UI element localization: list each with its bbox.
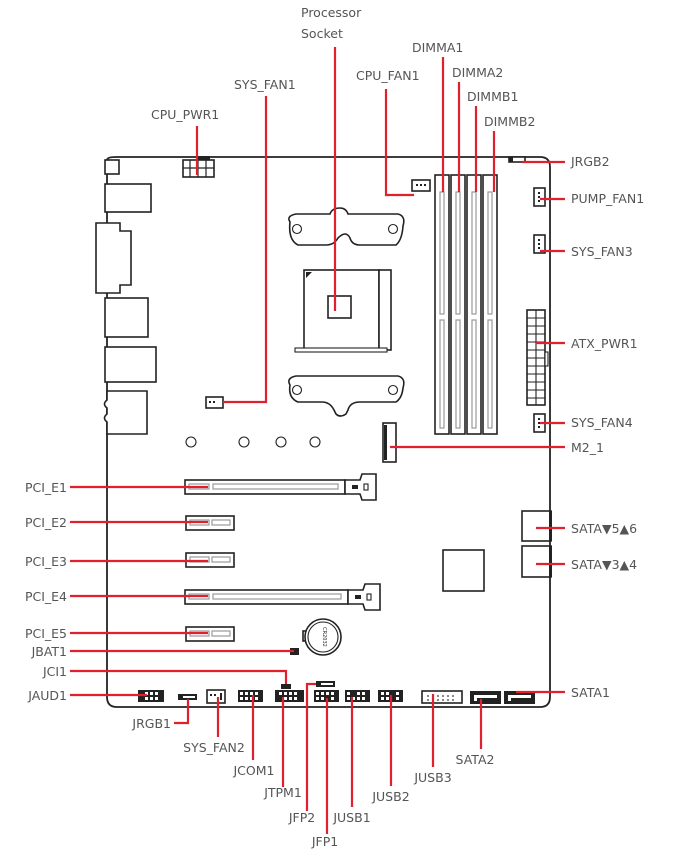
processor-socket-center bbox=[327, 295, 352, 319]
label-jusb3: JUSB3 bbox=[413, 770, 451, 785]
sys-fan3-header bbox=[533, 234, 546, 254]
label-sata56: SATA▼5▲6 bbox=[571, 521, 637, 536]
cpu-retention-bottom bbox=[288, 375, 405, 417]
io-port bbox=[104, 159, 120, 175]
leader-jrgb1 bbox=[174, 699, 190, 725]
board-outline bbox=[106, 156, 551, 708]
rear-io-panel bbox=[95, 159, 157, 435]
pci-e1-slot bbox=[184, 473, 377, 501]
m2-1-slot bbox=[382, 422, 397, 463]
label-jfp1: JFP1 bbox=[311, 834, 338, 849]
battery-text: CR2032 bbox=[321, 627, 327, 647]
label-jbat1: JBAT1 bbox=[31, 644, 67, 659]
leader-jfp2 bbox=[305, 682, 316, 811]
leader-cpu-fan1 bbox=[384, 89, 414, 197]
cpu-socket bbox=[294, 269, 392, 353]
jusb3-header bbox=[421, 690, 463, 704]
jcom1-header bbox=[238, 690, 263, 702]
cpu-fan1-header bbox=[411, 179, 431, 192]
mounting-holes bbox=[185, 436, 321, 448]
label-sata1: SATA1 bbox=[571, 685, 610, 700]
label-jci1: JCI1 bbox=[42, 664, 67, 679]
audio-port bbox=[103, 390, 148, 435]
label-processor-socket-2: Socket bbox=[301, 26, 343, 41]
jusb1-header bbox=[345, 690, 370, 702]
label-processor-socket-1: Processor bbox=[301, 5, 362, 20]
jfp2-header bbox=[316, 681, 335, 687]
sata1-connector bbox=[504, 691, 535, 704]
label-sys-fan3: SYS_FAN3 bbox=[571, 244, 633, 259]
pump-fan1-header bbox=[533, 187, 546, 207]
label-jrgb1: JRGB1 bbox=[131, 716, 171, 731]
sys-fan2-header bbox=[206, 689, 226, 704]
label-pci-e4: PCI_E4 bbox=[25, 589, 67, 604]
pci-e4-slot bbox=[184, 583, 381, 611]
cmos-battery: CR2032 bbox=[302, 618, 342, 656]
atx-pwr1-connector bbox=[526, 309, 549, 406]
jfp1-header bbox=[314, 690, 339, 702]
label-jusb1: JUSB1 bbox=[332, 810, 370, 825]
label-jaud1: JAUD1 bbox=[27, 688, 67, 703]
label-pci-e2: PCI_E2 bbox=[25, 515, 67, 530]
sata34-connector bbox=[521, 545, 552, 578]
io-port bbox=[104, 346, 157, 383]
sata56-connector bbox=[521, 510, 552, 542]
chipset bbox=[442, 549, 485, 592]
jbat1-jumper bbox=[290, 648, 299, 655]
cpu-retention-top bbox=[288, 207, 405, 246]
jaud1-header bbox=[138, 690, 164, 702]
label-dimma2: DIMMA2 bbox=[452, 65, 503, 80]
sys-fan1-header bbox=[205, 396, 224, 409]
label-dimma1: DIMMA1 bbox=[412, 40, 463, 55]
label-dimmb2: DIMMB2 bbox=[484, 114, 535, 129]
label-jrgb2: JRGB2 bbox=[570, 154, 610, 169]
label-sata34: SATA▼3▲4 bbox=[571, 557, 637, 572]
dimm-slots bbox=[434, 174, 498, 435]
sata2-connector bbox=[470, 691, 501, 704]
label-cpu-fan1: CPU_FAN1 bbox=[356, 68, 420, 83]
label-jfp2: JFP2 bbox=[288, 810, 315, 825]
jci1-header bbox=[281, 684, 291, 689]
cpu-pwr1-connector bbox=[182, 156, 215, 178]
label-pci-e3: PCI_E3 bbox=[25, 554, 67, 569]
label-m2-1: M2_1 bbox=[571, 440, 604, 455]
label-sata2: SATA2 bbox=[456, 752, 495, 767]
label-sys-fan4: SYS_FAN4 bbox=[571, 415, 633, 430]
label-jcom1: JCOM1 bbox=[233, 763, 275, 778]
label-pci-e5: PCI_E5 bbox=[25, 626, 67, 641]
jrgb1-header bbox=[178, 694, 197, 700]
label-sys-fan2: SYS_FAN2 bbox=[183, 740, 245, 755]
leader-jci1 bbox=[70, 669, 288, 684]
label-jtpm1: JTPM1 bbox=[263, 785, 302, 800]
jrgb2-header bbox=[508, 156, 526, 163]
io-port bbox=[104, 297, 149, 338]
label-atx-pwr1: ATX_PWR1 bbox=[571, 336, 638, 351]
leader-lines bbox=[70, 47, 565, 834]
labels: Processor Socket SYS_FAN1 CPU_PWR1 CPU_F… bbox=[25, 5, 644, 849]
jtpm1-header bbox=[275, 690, 304, 702]
label-cpu-pwr1: CPU_PWR1 bbox=[151, 107, 219, 122]
label-pci-e1: PCI_E1 bbox=[25, 480, 67, 495]
leader-sys-fan1 bbox=[223, 96, 268, 404]
label-jusb2: JUSB2 bbox=[371, 789, 409, 804]
label-sys-fan1: SYS_FAN1 bbox=[234, 77, 296, 92]
io-port bbox=[104, 183, 152, 213]
label-pump-fan1: PUMP_FAN1 bbox=[571, 191, 644, 206]
io-port bbox=[95, 222, 132, 294]
label-dimmb1: DIMMB1 bbox=[467, 89, 518, 104]
